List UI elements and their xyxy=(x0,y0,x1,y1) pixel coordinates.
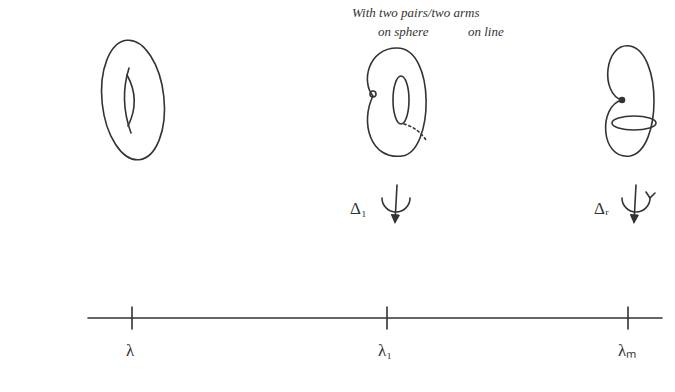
parameter-label: λ₁ xyxy=(378,342,392,361)
monodromy-label: Δᵣ xyxy=(594,200,609,219)
axis xyxy=(88,317,662,319)
parameter-label: λ xyxy=(126,342,134,361)
rotation-head xyxy=(646,192,655,198)
rotation-arrow xyxy=(622,198,650,212)
pinch-curve xyxy=(404,124,426,140)
monodromy-label: Δ₁ xyxy=(350,200,367,219)
axis-tick xyxy=(132,307,628,329)
handwritten-note: on sphere xyxy=(378,25,428,39)
vanishing-cycle xyxy=(612,116,656,130)
handwritten-note: With two pairs/two arms xyxy=(352,6,480,20)
torus xyxy=(96,37,170,163)
pinched-torus xyxy=(367,48,426,156)
down-arrow xyxy=(634,185,636,222)
handwritten-note: on line xyxy=(468,25,504,39)
torus-hole xyxy=(393,76,409,124)
pinch-point xyxy=(620,98,625,103)
pinched-sphere xyxy=(606,46,654,156)
down-arrow xyxy=(395,185,397,222)
pinch-point xyxy=(370,91,376,97)
parameter-label: λₘ xyxy=(618,342,636,361)
torus-hole xyxy=(127,75,134,126)
